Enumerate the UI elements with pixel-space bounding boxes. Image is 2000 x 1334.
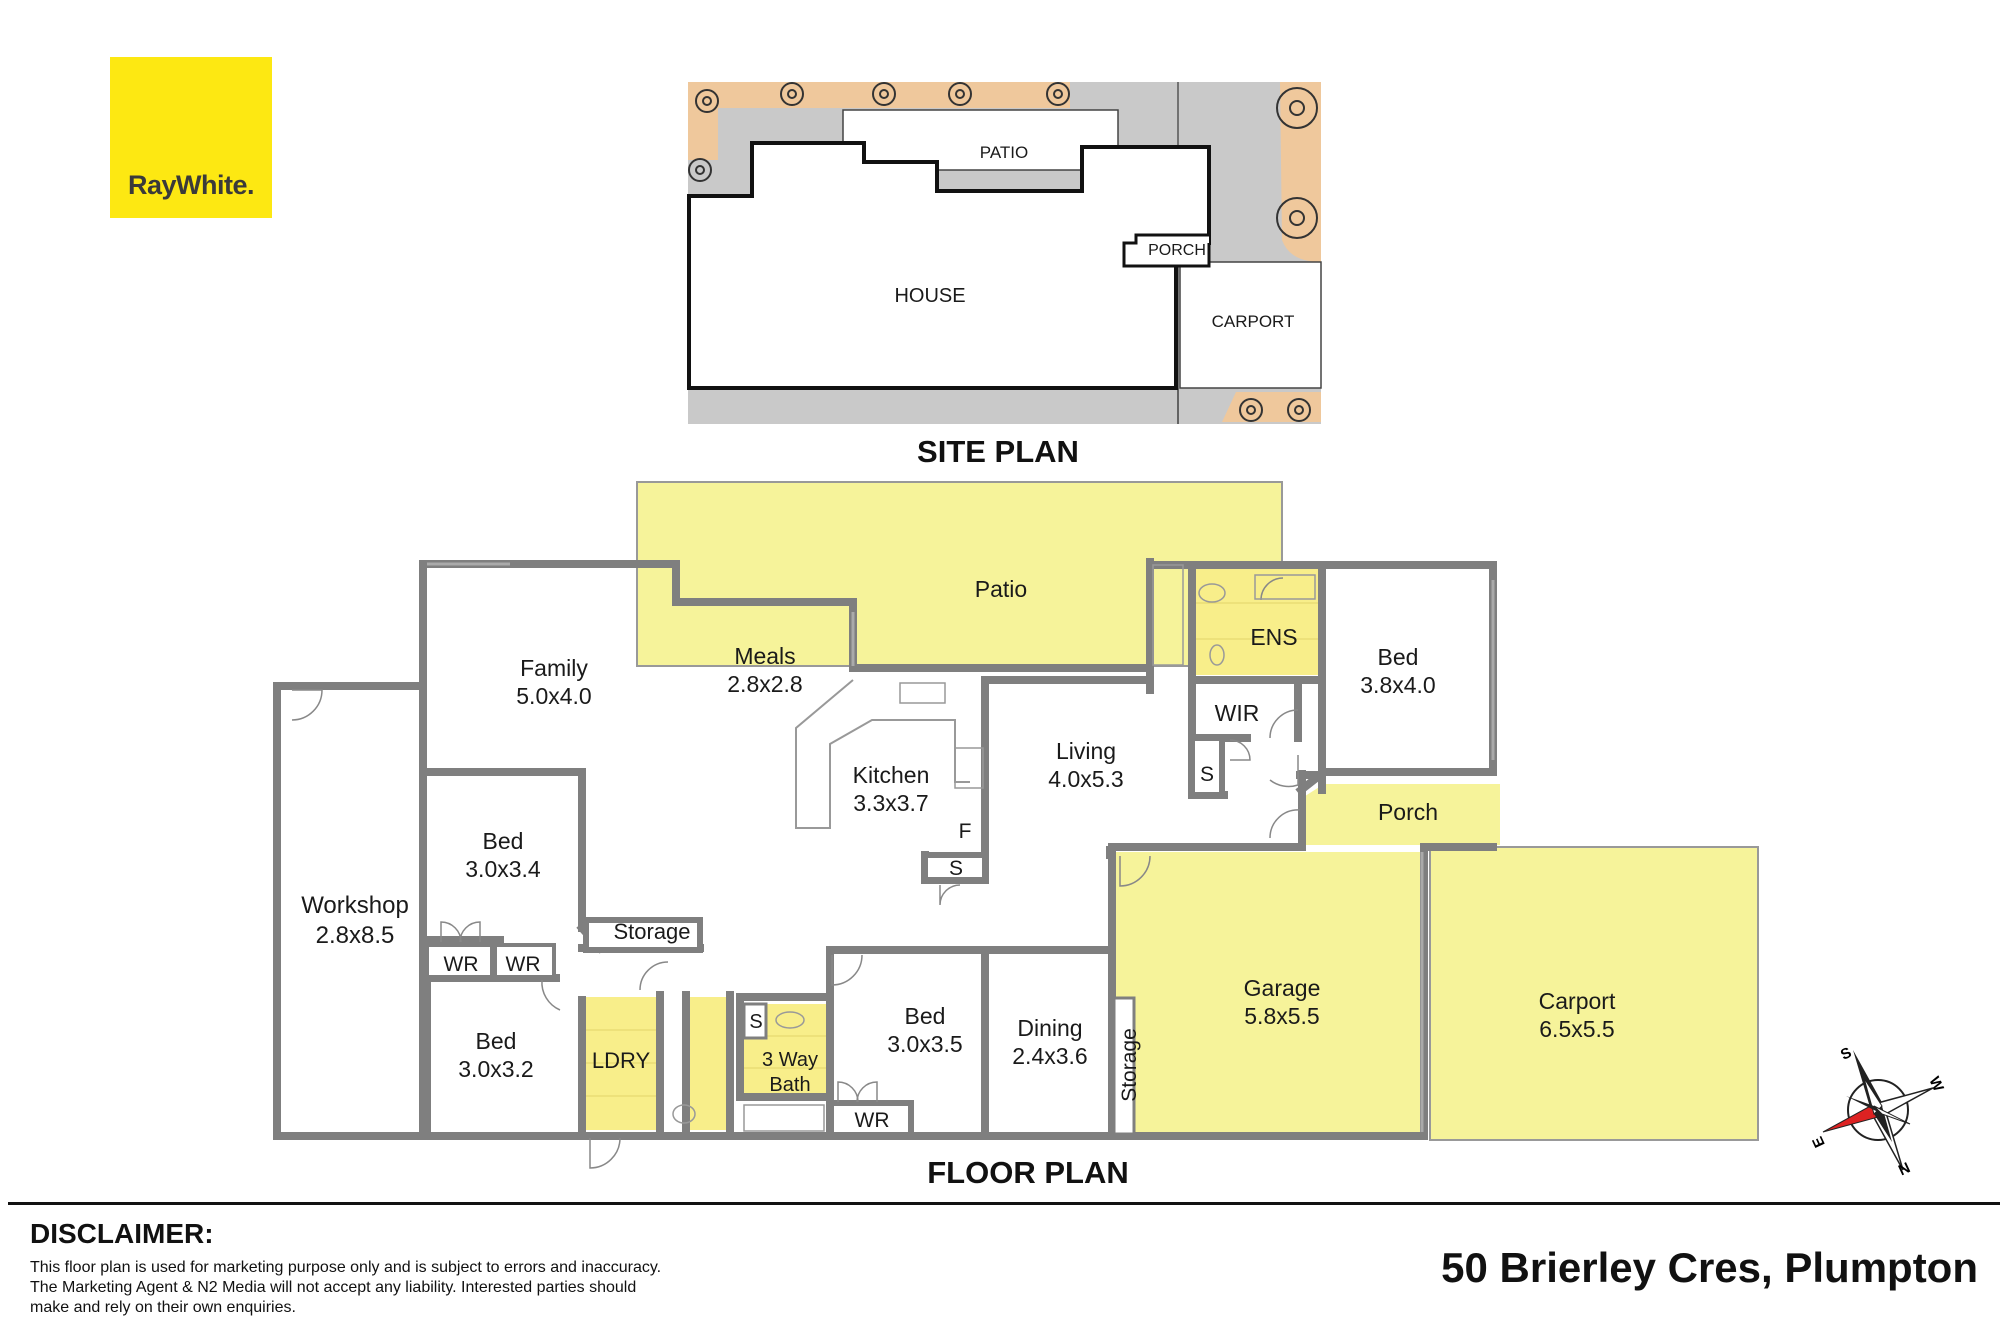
site-trees: [688, 82, 1318, 422]
disclaimer-line: make and rely on their own enquiries.: [30, 1299, 296, 1316]
site-plan-title: SITE PLAN: [917, 434, 1079, 469]
room-wir-name: WIR: [1215, 700, 1260, 726]
room-fridge: F: [959, 820, 972, 843]
room-family-name: Family: [520, 655, 588, 681]
compass-icon: S W E N: [1809, 1044, 1947, 1178]
floor-plan: [273, 481, 1759, 1169]
room-bed-4-name: Bed: [905, 1003, 946, 1029]
room-carport-name: Carport: [1539, 988, 1616, 1014]
room-garage-size: 5.8x5.5: [1244, 1003, 1319, 1029]
site-label-house: HOUSE: [894, 285, 965, 307]
doors: [291, 577, 1301, 1169]
wr-box-1: [425, 943, 494, 979]
disclaimer-line: The Marketing Agent & N2 Media will not …: [30, 1279, 637, 1296]
room-living-name: Living: [1056, 738, 1116, 764]
room-bath-name: 3 Way: [762, 1049, 818, 1071]
site-label-porch: PORCH: [1148, 242, 1206, 259]
disclaimer-body: This floor plan is used for marketing pu…: [30, 1258, 720, 1318]
room-patio-name: Patio: [975, 576, 1027, 602]
floor-plan-title: FLOOR PLAN: [927, 1155, 1129, 1190]
ens-area: [1192, 567, 1321, 675]
site-porch: [1122, 233, 1211, 268]
room-s-linen-1: S: [1200, 763, 1214, 786]
raywhite-logo: RayWhite.: [110, 57, 272, 218]
room-dining-size: 2.4x3.6: [1012, 1043, 1087, 1069]
storage-box: [583, 917, 703, 953]
site-plan: PATIO HOUSE PORCH CARPORT: [687, 82, 1322, 424]
room-kitchen-name: Kitchen: [853, 762, 930, 788]
room-living-size: 4.0x5.3: [1048, 766, 1123, 792]
logo-text: RayWhite.: [127, 170, 255, 200]
room-labels: Family 5.0x4.0 Meals 2.8x2.8 Patio ENS B…: [301, 576, 1616, 1132]
disclaimer-title: DISCLAIMER:: [30, 1218, 214, 1249]
room-ens-name: ENS: [1250, 624, 1297, 650]
linen-box-2: [742, 1002, 768, 1040]
site-house: [687, 141, 1211, 390]
room-garage-storage: Storage: [1118, 1028, 1141, 1102]
room-meals-size: 2.8x2.8: [727, 671, 802, 697]
room-bed-3-name: Bed: [476, 1028, 517, 1054]
compass-label-s: S: [1838, 1044, 1854, 1064]
room-family-size: 5.0x4.0: [516, 683, 591, 709]
footer-divider: [8, 1202, 2000, 1205]
garage-storage-box: [1112, 996, 1136, 1136]
room-bed-master-name: Bed: [1378, 644, 1419, 670]
room-s-pantry: S: [949, 857, 963, 880]
property-address: 50 Brierley Cres, Plumpton: [1441, 1244, 1978, 1291]
room-s-linen-2: S: [749, 1011, 762, 1033]
room-carport-size: 6.5x5.5: [1539, 1016, 1614, 1042]
room-wr-2: WR: [506, 953, 541, 976]
room-wr-3: WR: [855, 1109, 890, 1132]
site-label-patio: PATIO: [980, 143, 1029, 162]
site-label-carport: CARPORT: [1212, 312, 1295, 331]
garage-area: [1112, 852, 1424, 1134]
room-workshop-size: 2.8x8.5: [316, 922, 395, 949]
linen-box: [1189, 735, 1225, 798]
room-porch-name: Porch: [1378, 799, 1438, 825]
room-bed-2-name: Bed: [483, 828, 524, 854]
room-garage-name: Garage: [1244, 975, 1321, 1001]
room-bed-master-size: 3.8x4.0: [1360, 672, 1435, 698]
wet-area-2: [688, 997, 728, 1130]
fixtures: [672, 564, 1316, 1132]
room-storage: Storage: [613, 919, 690, 944]
room-meals-name: Meals: [734, 643, 795, 669]
room-bath-name2: Bath: [769, 1074, 810, 1096]
room-dining-name: Dining: [1017, 1015, 1082, 1041]
room-bed-3-size: 3.0x3.2: [458, 1056, 533, 1082]
room-kitchen-size: 3.3x3.7: [853, 790, 928, 816]
pantry-box: [922, 852, 988, 883]
patio-area: [636, 481, 1283, 667]
compass-label-w: W: [1925, 1074, 1947, 1095]
room-bed-4-size: 3.0x3.5: [887, 1031, 962, 1057]
room-bed-2-size: 3.0x3.4: [465, 856, 541, 882]
porch-area: [1302, 784, 1500, 845]
room-ldry: LDRY: [592, 1048, 651, 1073]
room-wr-1: WR: [444, 953, 479, 976]
room-workshop-name: Workshop: [301, 892, 409, 919]
carport-area: [1429, 846, 1759, 1141]
disclaimer-line: This floor plan is used for marketing pu…: [30, 1259, 662, 1276]
site-carport: [1179, 261, 1322, 389]
compass-label-e: E: [1809, 1134, 1829, 1150]
wr-box-3: [830, 1102, 912, 1136]
wr-box-2: [493, 943, 556, 979]
